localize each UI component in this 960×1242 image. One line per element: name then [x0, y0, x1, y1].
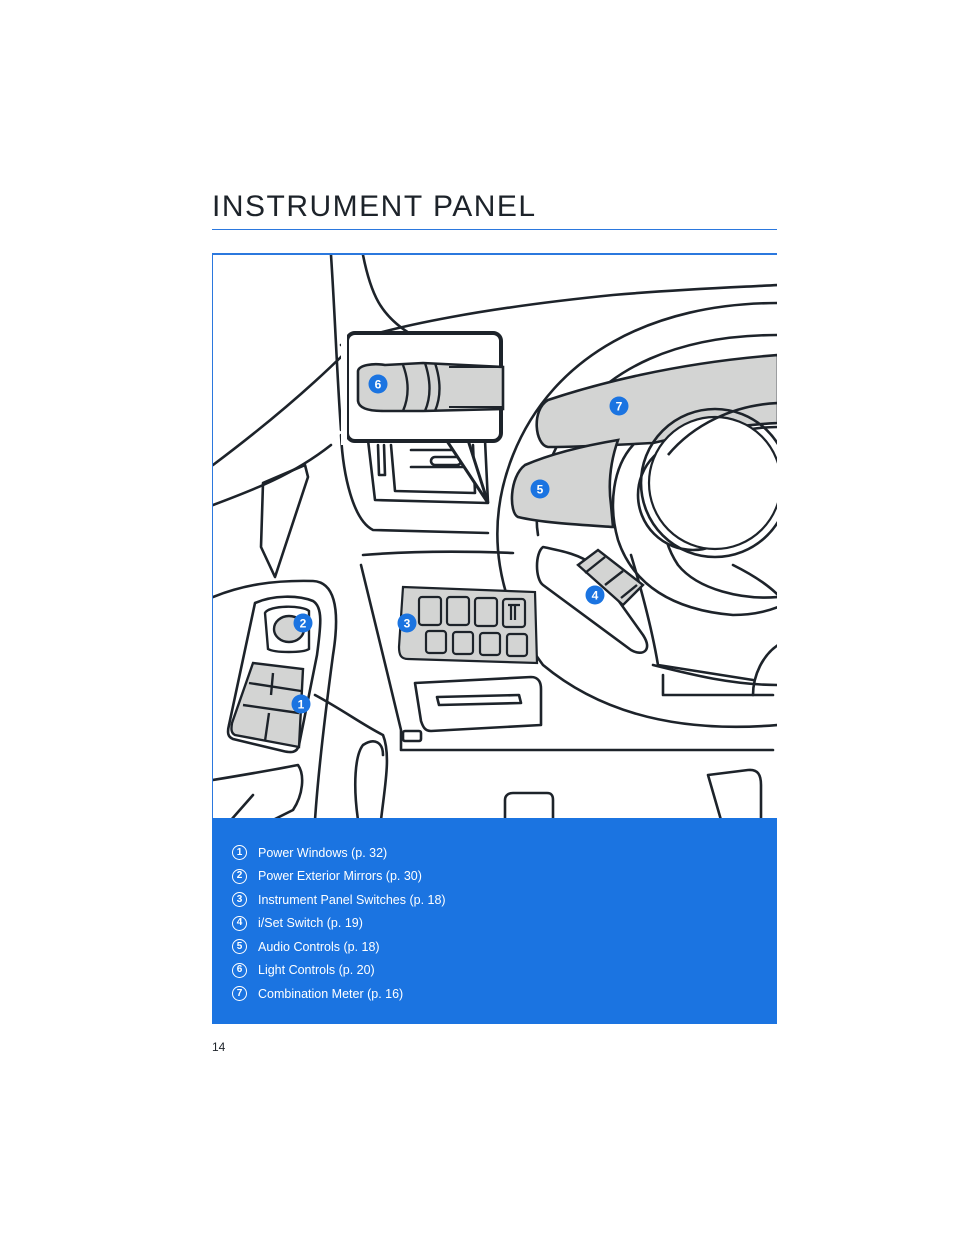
light-controls-inset	[341, 329, 505, 504]
svg-text:7: 7	[616, 400, 623, 414]
callout-7: 7	[609, 396, 629, 416]
svg-text:1: 1	[298, 698, 305, 712]
legend-item: 5 Audio Controls (p. 18)	[232, 935, 446, 959]
center-stack-frame	[339, 433, 490, 535]
legend-label: Instrument Panel Switches (p. 18)	[258, 892, 446, 907]
air-vent-left	[259, 463, 310, 579]
instrument-panel-switches	[397, 585, 539, 665]
svg-text:4: 4	[592, 589, 599, 603]
dash-left-edge	[213, 348, 350, 467]
legend-item: 6 Light Controls (p. 20)	[232, 959, 446, 983]
legend-label: Power Exterior Mirrors (p. 30)	[258, 869, 422, 884]
callout-2: 2	[293, 613, 313, 633]
svg-text:6: 6	[375, 378, 382, 392]
pedal-left	[503, 791, 555, 818]
dashboard-drawing: 1 2 3 4 5 6 7	[213, 255, 777, 818]
pedal-right	[706, 768, 763, 818]
door-panel	[213, 579, 338, 818]
legend-label: Combination Meter (p. 16)	[258, 986, 404, 1001]
legend-number-badge: 5	[232, 939, 247, 955]
svg-text:5: 5	[537, 483, 544, 497]
callout-3: 3	[397, 613, 417, 633]
title-rule	[212, 229, 777, 230]
legend-number-badge: 4	[232, 915, 247, 931]
legend-label: Audio Controls (p. 18)	[258, 939, 380, 954]
legend-number-badge: 7	[232, 986, 247, 1002]
callout-4: 4	[585, 585, 605, 605]
page-title: INSTRUMENT PANEL	[212, 190, 537, 223]
steering-wheel-rim	[496, 301, 777, 729]
power-window-switches	[230, 661, 305, 749]
legend-list: 1 Power Windows (p. 32) 2 Power Exterior…	[232, 841, 446, 1006]
legend-label: Power Windows (p. 32)	[258, 845, 388, 860]
svg-text:2: 2	[300, 617, 307, 631]
callout-6: 6	[368, 374, 388, 394]
legend-label: Light Controls (p. 20)	[258, 963, 375, 978]
svg-text:3: 3	[404, 617, 411, 631]
legend-panel: 1 Power Windows (p. 32) 2 Power Exterior…	[212, 818, 777, 1024]
callout-1: 1	[291, 694, 311, 714]
instrument-panel-illustration: 1 2 3 4 5 6 7	[212, 253, 777, 818]
door-top-line	[213, 443, 333, 507]
lower-tray	[413, 675, 543, 733]
legend-number-badge: 2	[232, 868, 247, 884]
page-number: 14	[212, 1040, 226, 1054]
iset-switch	[576, 548, 645, 607]
windshield-edge	[361, 255, 411, 335]
dash-top-line	[339, 283, 777, 347]
center-console	[359, 563, 775, 752]
center-vent-outer	[366, 438, 490, 505]
legend-item: 4 i/Set Switch (p. 19)	[232, 912, 446, 936]
audio-controls	[510, 438, 620, 529]
legend-item: 2 Power Exterior Mirrors (p. 30)	[232, 865, 446, 889]
callout-5: 5	[530, 479, 550, 499]
legend-item: 7 Combination Meter (p. 16)	[232, 982, 446, 1006]
legend-number-badge: 1	[232, 845, 247, 861]
legend-number-badge: 6	[232, 962, 247, 978]
a-pillar	[329, 255, 343, 432]
legend-item: 3 Instrument Panel Switches (p. 18)	[232, 888, 446, 912]
legend-number-badge: 3	[232, 892, 247, 908]
legend-label: i/Set Switch (p. 19)	[258, 916, 363, 931]
legend-item: 1 Power Windows (p. 32)	[232, 841, 446, 865]
